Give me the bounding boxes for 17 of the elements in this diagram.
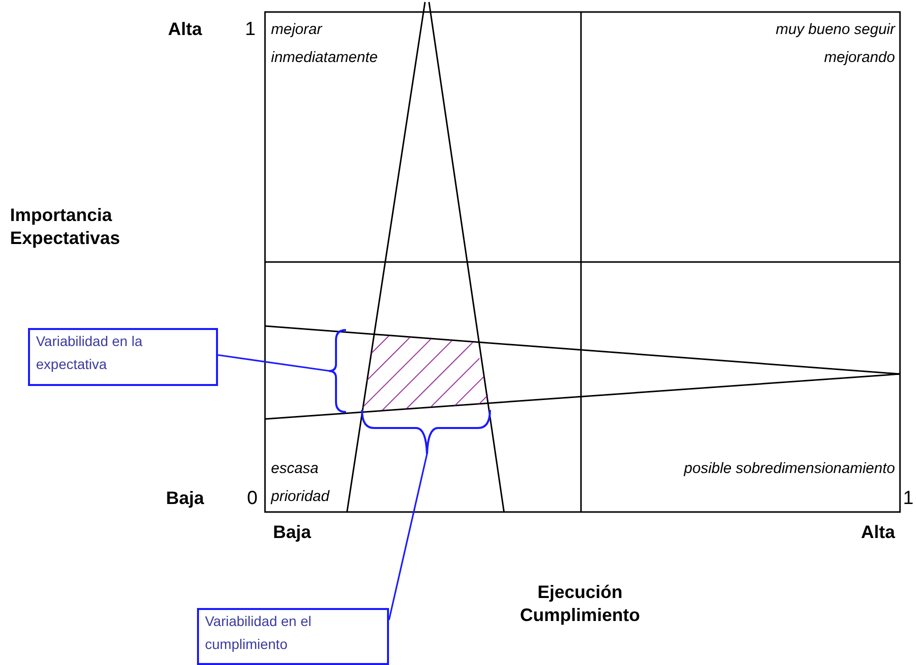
quadrant-label: escasa prioridad [271, 459, 331, 507]
leader-line [388, 454, 428, 620]
scale-value: 1 [245, 18, 257, 41]
quadrant-label: posible sobredimensionamiento [682, 459, 895, 479]
axis-label: Baja [273, 521, 312, 544]
callout-box: Variabilidad en la expectativa [28, 328, 218, 386]
leader-line [218, 354, 330, 372]
axis-label: Importancia Expectativas [10, 204, 122, 250]
axis-label: Ejecución Cumplimiento [519, 581, 641, 627]
quadrant-label: muy bueno seguir mejorando [774, 20, 895, 68]
scale-value: 1 [903, 487, 915, 510]
axis-label: Baja [164, 487, 206, 510]
scale-value: 0 [247, 487, 259, 510]
callout-box: Variabilidad en el cumplimiento [197, 608, 389, 665]
axis-label: Alta [860, 521, 895, 544]
quadrant-label: mejorar inmediatamente [271, 20, 379, 68]
axis-label: Alta [166, 18, 204, 41]
